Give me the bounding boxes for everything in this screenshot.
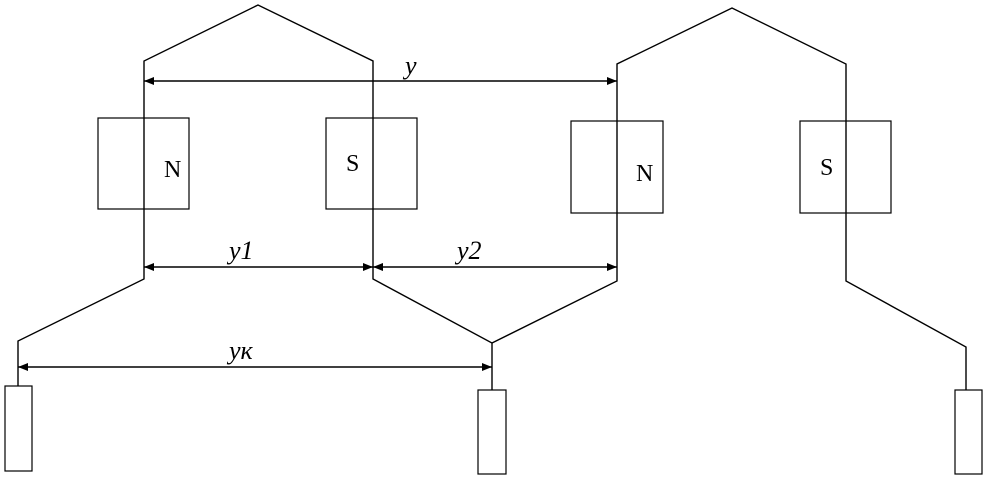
dimension-y2-label: y2 xyxy=(454,236,482,265)
pole-2-label: S xyxy=(346,151,359,177)
commutator-segment-1 xyxy=(4,385,33,472)
pole-2-box xyxy=(325,117,418,210)
coil-2-winding xyxy=(491,7,967,390)
pole-4-box xyxy=(799,120,892,214)
coil-1-winding xyxy=(17,4,493,390)
commutator-segment-2 xyxy=(477,389,507,475)
pole-4-label: S xyxy=(820,155,833,181)
pole-1-label: N xyxy=(164,157,181,183)
pole-3-label: N xyxy=(636,161,653,187)
dimension-yk-label: yк xyxy=(226,336,254,365)
pole-3-box xyxy=(570,120,664,214)
dimension-y-label: y xyxy=(402,51,417,80)
commutator-segment-3 xyxy=(954,389,983,475)
dimension-y1-label: y1 xyxy=(226,236,254,265)
pole-1-box xyxy=(97,117,190,210)
